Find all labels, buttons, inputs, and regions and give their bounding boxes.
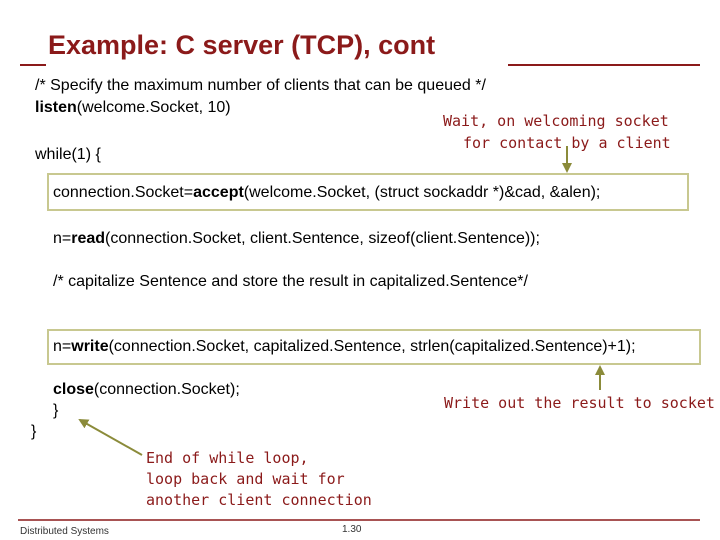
close-args: (connection.Socket); — [93, 381, 240, 398]
accept-highlight-box — [47, 173, 689, 211]
note-wait-line1: Wait, on welcoming socket — [443, 112, 669, 130]
read-line: n=read(connection.Socket, client.Sentenc… — [53, 230, 540, 248]
title-underline-left — [20, 64, 46, 66]
listen-keyword: listen — [35, 99, 77, 116]
loop-arrow — [78, 419, 143, 456]
comment-queue: /* Specify the maximum number of clients… — [35, 77, 486, 94]
note-loop-line3: another client connection — [146, 491, 372, 509]
read-args: (connection.Socket, client.Sentence, siz… — [105, 230, 540, 247]
read-keyword: read — [71, 230, 106, 247]
note-loop-line2: loop back and wait for — [146, 470, 345, 488]
page-title: Example: C server (TCP), cont — [48, 30, 436, 60]
write-args: (connection.Socket, capitalized.Sentence… — [108, 338, 636, 355]
outer-brace: } — [31, 423, 37, 440]
page-number: 1.30 — [342, 524, 362, 535]
listen-line: listen(welcome.Socket, 10) — [35, 99, 231, 117]
read-prefix: n= — [53, 230, 72, 247]
comment-capitalize: /* capitalize Sentence and store the res… — [53, 273, 528, 290]
listen-args: (welcome.Socket, 10) — [76, 99, 231, 116]
write-highlight-box — [47, 329, 701, 365]
title-underline-right — [508, 64, 700, 66]
accept-args: (welcome.Socket, (struct sockaddr *)&cad… — [243, 184, 601, 201]
note-write: Write out the result to socket — [444, 394, 715, 412]
note-wait-line2: for contact by a client — [463, 134, 671, 152]
write-line: n=write(connection.Socket, capitalized.S… — [53, 338, 636, 356]
inner-brace: } — [53, 402, 59, 419]
write-keyword: write — [71, 338, 109, 355]
accept-keyword: accept — [193, 184, 244, 201]
write-prefix: n= — [53, 338, 72, 355]
accept-line: connection.Socket=accept(welcome.Socket,… — [53, 184, 600, 202]
close-keyword: close — [53, 381, 94, 398]
accept-prefix: connection.Socket= — [53, 184, 194, 201]
footer-left: Distributed Systems — [20, 526, 109, 537]
note-loop-line1: End of while loop, — [146, 449, 309, 467]
while-line: while(1) { — [35, 146, 101, 163]
close-line: close(connection.Socket); — [53, 381, 240, 399]
